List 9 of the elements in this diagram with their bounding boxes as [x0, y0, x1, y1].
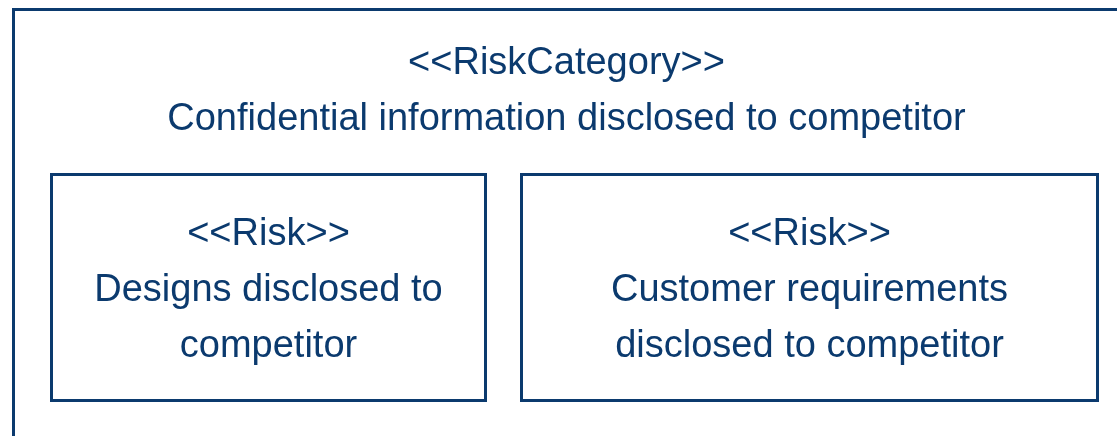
risk-box — [520, 173, 1099, 402]
stereotype-label: <<RiskCategory>> — [408, 39, 725, 84]
stereotype-label: <<Risk>> — [187, 209, 350, 255]
element-name: Confidential information disclosed to competitor — [167, 95, 966, 140]
element-name: Customer requirements disclosed to competitor — [609, 265, 1009, 367]
risk-box — [50, 173, 487, 402]
element-name: Designs disclosed to competitor — [93, 265, 444, 367]
stereotype-label: <<Risk>> — [728, 209, 891, 255]
package-frame — [12, 8, 1117, 436]
